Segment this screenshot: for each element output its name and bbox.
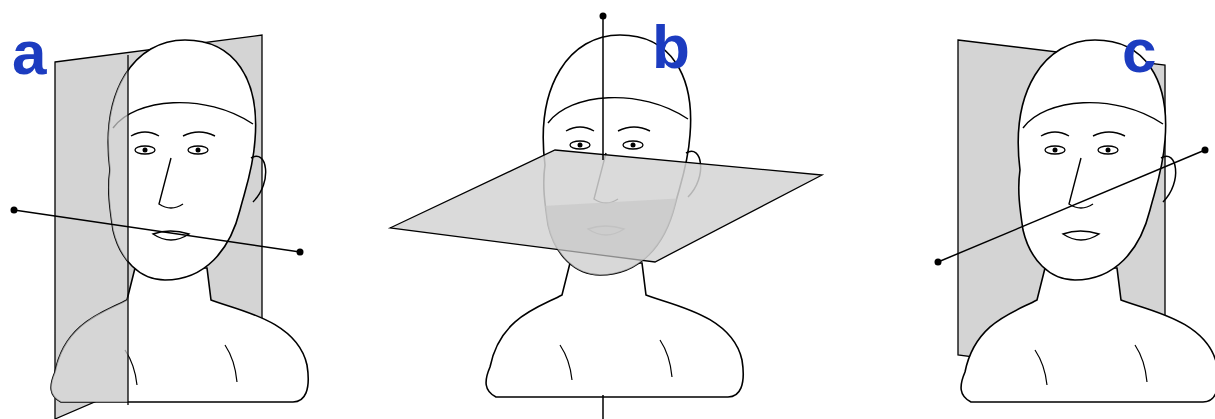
panel-letter: c [1122, 20, 1156, 82]
panel-letter: a [12, 22, 46, 84]
coronal-plane-figure [935, 40, 1215, 402]
transverse-plane-figure [380, 13, 830, 419]
sagittal-plane-figure [0, 0, 308, 419]
panel-letter: b [652, 16, 690, 78]
